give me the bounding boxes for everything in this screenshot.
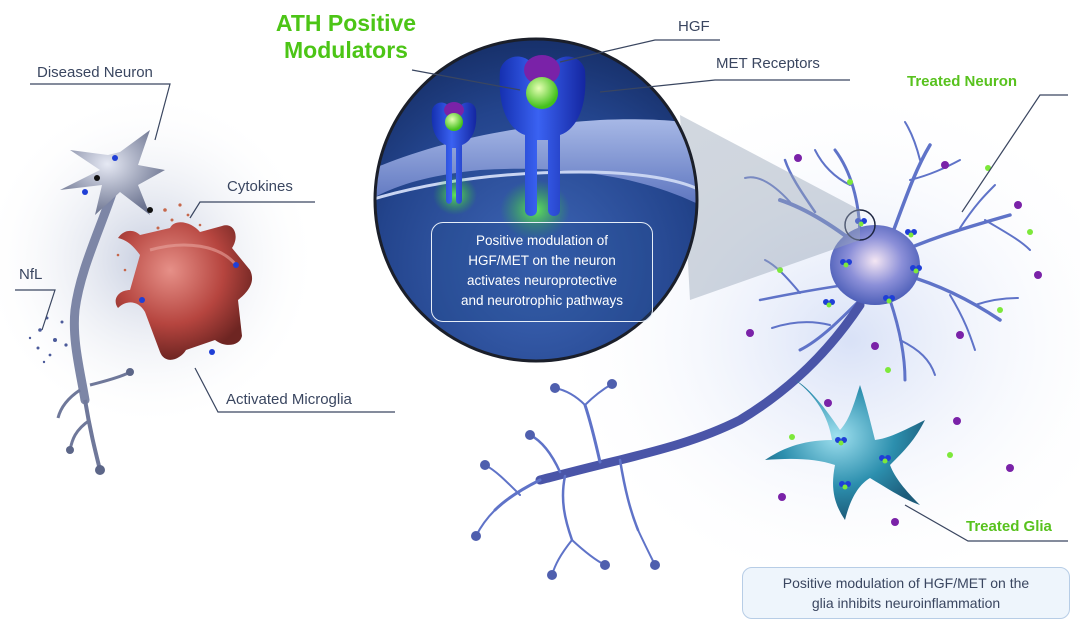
glia-modulation-box: Positive modulation of HGF/MET on the gl… (742, 567, 1070, 619)
treated-glia (765, 380, 925, 520)
zoom-target-circle (844, 209, 876, 241)
floating-hgf-particles (746, 154, 1042, 526)
floating-modulator-particles (777, 165, 1033, 458)
diseased-neuron-label: Diseased Neuron (37, 64, 153, 81)
neuron-box-line3: activates neuroprotective (466, 273, 618, 288)
treated-neuron-label: Treated Neuron (907, 73, 1018, 90)
treated-glia-label: Treated Glia (966, 518, 1052, 535)
diseased-neuron (56, 130, 165, 475)
met-receptors-label: MET Receptors (716, 55, 820, 72)
modulators-title-line2: Modulators (284, 37, 408, 63)
nfl-label: NfL (19, 266, 43, 283)
nfl-particles (28, 316, 68, 364)
activated-microglia (115, 222, 253, 360)
modulators-title-line1: ATH Positive (275, 10, 417, 36)
glia-box-line2: glia inhibits neuroinflammation (811, 595, 1001, 611)
zoom-inset (373, 37, 699, 363)
modulators-title: ATH Positive Modulators (262, 10, 430, 64)
synaptic-terminals (471, 379, 660, 580)
zoom-cone (680, 115, 860, 300)
glia-box-line1: Positive modulation of HGF/MET on the (782, 575, 1030, 591)
hgf-label: HGF (678, 18, 710, 35)
neuron-box-line2: HGF/MET on the neuron (468, 253, 616, 268)
neuron-modulation-box: Positive modulation of HGF/MET on the ne… (431, 222, 653, 322)
treated-neuron-body (830, 225, 920, 305)
activated-microglia-label: Activated Microglia (226, 391, 352, 408)
neuron-receptors (823, 218, 922, 308)
leader-lines (15, 39, 1068, 542)
neuron-box-line1: Positive modulation of (475, 233, 609, 248)
neuron-box-line4: and neurotrophic pathways (460, 293, 624, 308)
cytokines-label: Cytokines (227, 178, 293, 195)
